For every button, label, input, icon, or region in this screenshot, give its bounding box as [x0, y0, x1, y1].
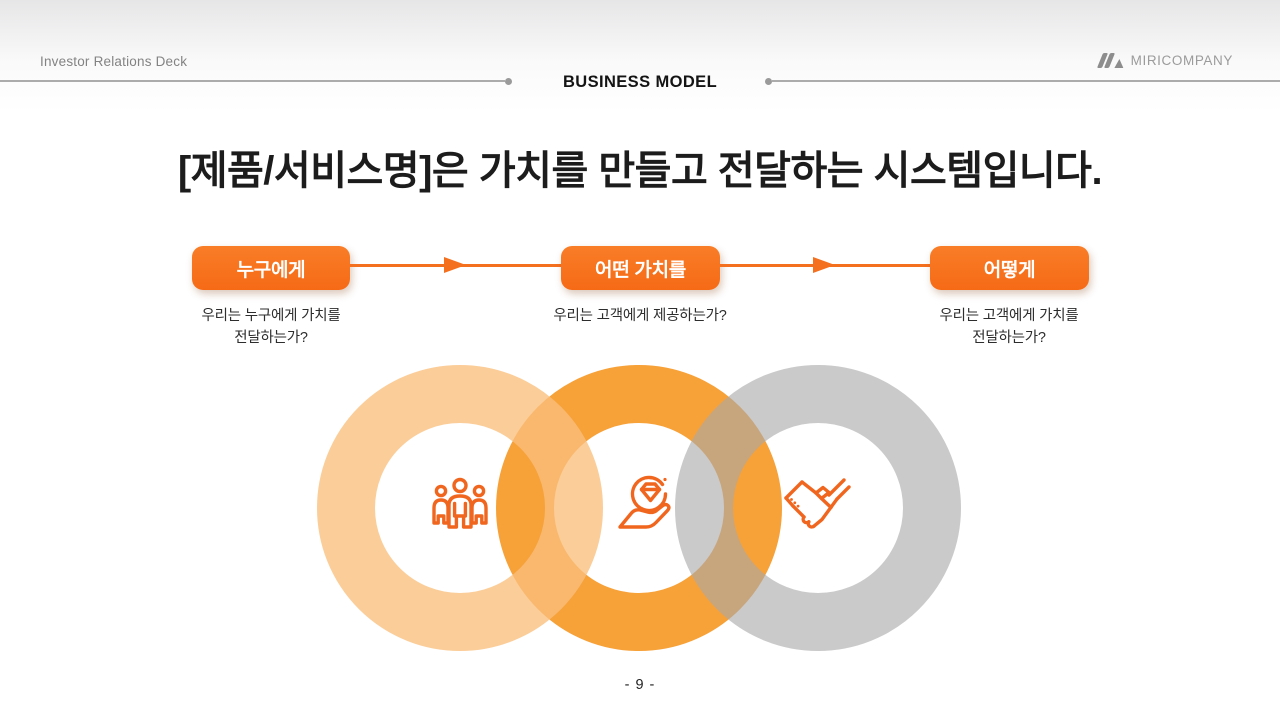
miricompany-logo-icon: [1096, 53, 1124, 68]
step-description-how: 우리는 고객에게 가치를 전달하는가?: [939, 308, 1079, 347]
page-title: [제품/서비스명]은 가치를 만들고 전달하는 시스템입니다.: [177, 149, 1103, 193]
people-icon: [428, 474, 492, 538]
brand-name: MIRICOMPANY: [1130, 53, 1233, 68]
step-description-what-value: 우리는 고객에게 제공하는가?: [553, 308, 727, 324]
header-divider-dot-right: [765, 77, 772, 85]
arrow-right-icon: [444, 257, 466, 273]
header-divider-left: [0, 80, 505, 82]
step-chip-how: 어떻게: [930, 246, 1089, 290]
arrow-right-icon: [813, 257, 835, 273]
header-gradient: [0, 0, 1280, 112]
value-in-hand-icon: [610, 470, 678, 538]
brand: MIRICOMPANY: [1096, 53, 1233, 68]
header-divider-right: [772, 80, 1280, 82]
section-title: BUSINESS MODEL: [562, 73, 718, 91]
header-divider-dot-left: [505, 77, 512, 85]
step-chip-what-value: 어떤 가치를: [561, 246, 720, 290]
page-number: - 9 -: [624, 677, 656, 693]
deck-label: Investor Relations Deck: [40, 54, 188, 69]
step-chip-who: 누구에게: [192, 246, 350, 290]
handshake-icon: [778, 468, 852, 538]
step-description-who: 우리는 누구에게 가치를 전달하는가?: [201, 308, 341, 347]
